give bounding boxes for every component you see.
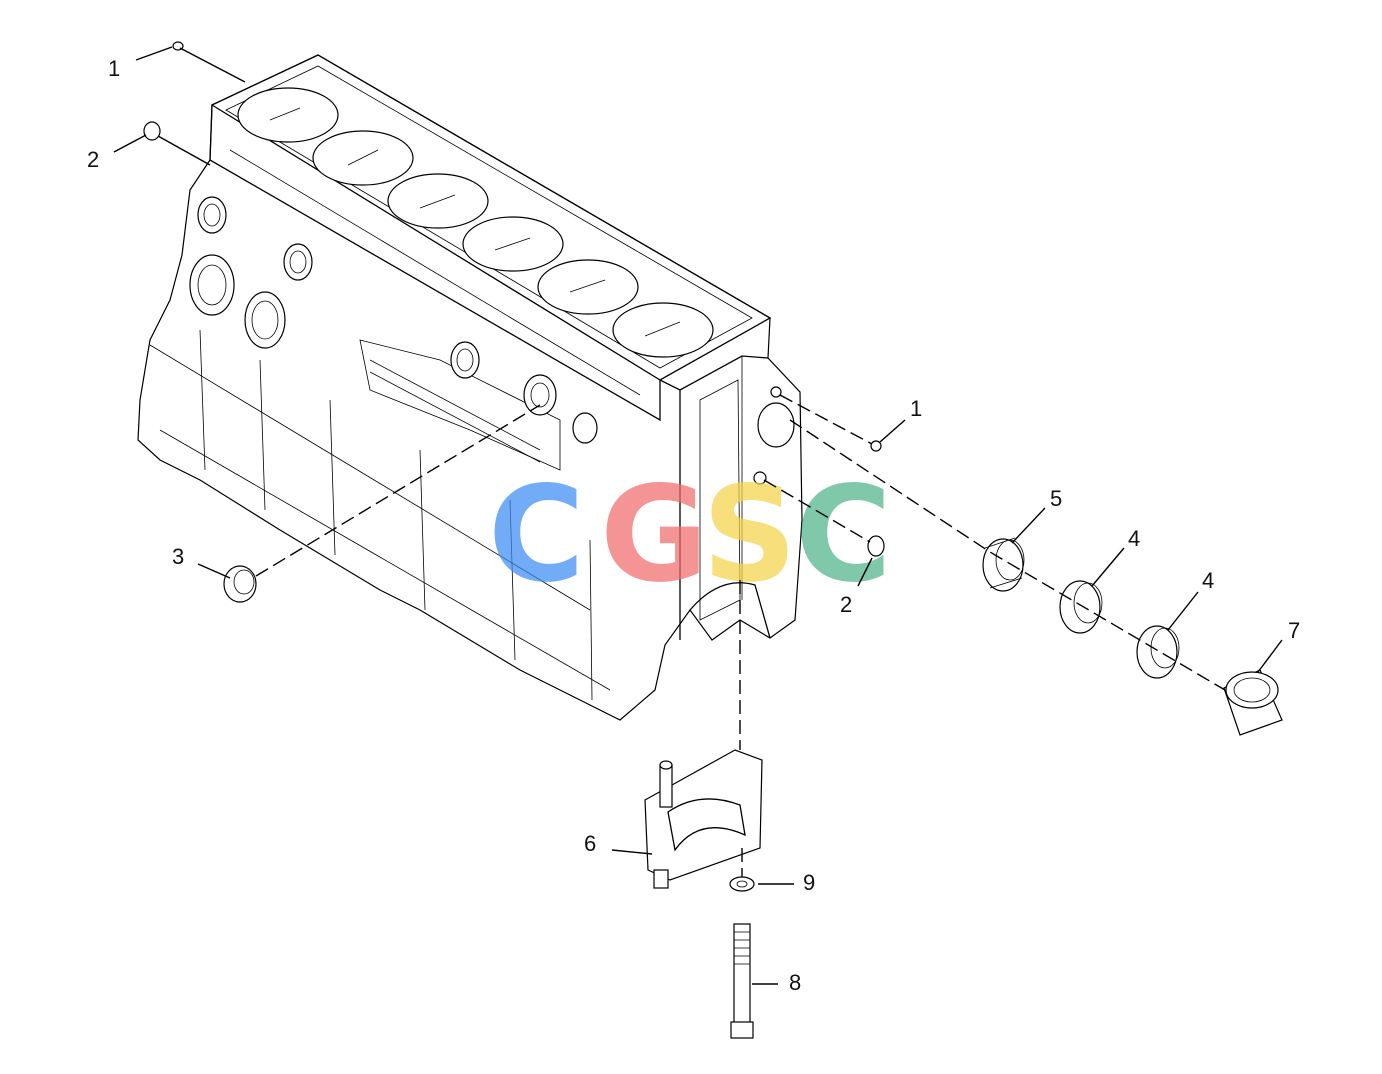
callout-1-top: 1 — [108, 56, 120, 81]
callout-8: 8 — [789, 970, 801, 995]
callout-9: 9 — [803, 870, 815, 895]
part-1-plug-top — [172, 41, 246, 83]
part-3-seal-ring — [223, 404, 541, 603]
part-4-plug-b — [1136, 625, 1180, 679]
callout-5: 5 — [1050, 486, 1062, 511]
callout-3: 3 — [172, 544, 184, 569]
part-9-washer — [729, 876, 755, 892]
callout-labels: 1 2 3 1 2 5 4 4 7 6 9 8 — [87, 56, 1300, 995]
watermark-letter-c2: C — [795, 458, 892, 612]
cylinder-block — [137, 54, 803, 721]
callout-7: 7 — [1288, 618, 1300, 643]
watermark-letter-g: G — [600, 458, 708, 612]
callout-1-right: 1 — [910, 396, 922, 421]
callout-2-right: 2 — [840, 592, 852, 617]
callout-6: 6 — [584, 831, 596, 856]
cylinder-bores — [237, 87, 714, 358]
bore-6 — [612, 302, 714, 358]
part-5-cup-plug — [982, 537, 1025, 592]
bore-2 — [312, 130, 414, 186]
watermark-letter-c1: C — [488, 458, 585, 612]
callout-2-left: 2 — [87, 147, 99, 172]
watermark-letter-s: S — [702, 458, 797, 612]
part-1-plug-right — [779, 394, 882, 452]
part-2-plug-left — [143, 121, 211, 166]
part-7-cap — [1223, 669, 1283, 736]
part-8-bolt — [730, 923, 754, 1039]
bore-5 — [537, 259, 639, 315]
part-6-bearing-cap — [644, 749, 763, 889]
callout-4-a: 4 — [1128, 526, 1140, 551]
part-4-plug-a — [1059, 580, 1103, 634]
part-2-plug-right — [763, 479, 885, 557]
callout-4-b: 4 — [1202, 568, 1214, 593]
plug-axis-line — [789, 419, 1226, 691]
bore-1 — [237, 87, 339, 143]
watermark: C G S C — [488, 458, 892, 612]
leader-lines — [113, 46, 1283, 985]
